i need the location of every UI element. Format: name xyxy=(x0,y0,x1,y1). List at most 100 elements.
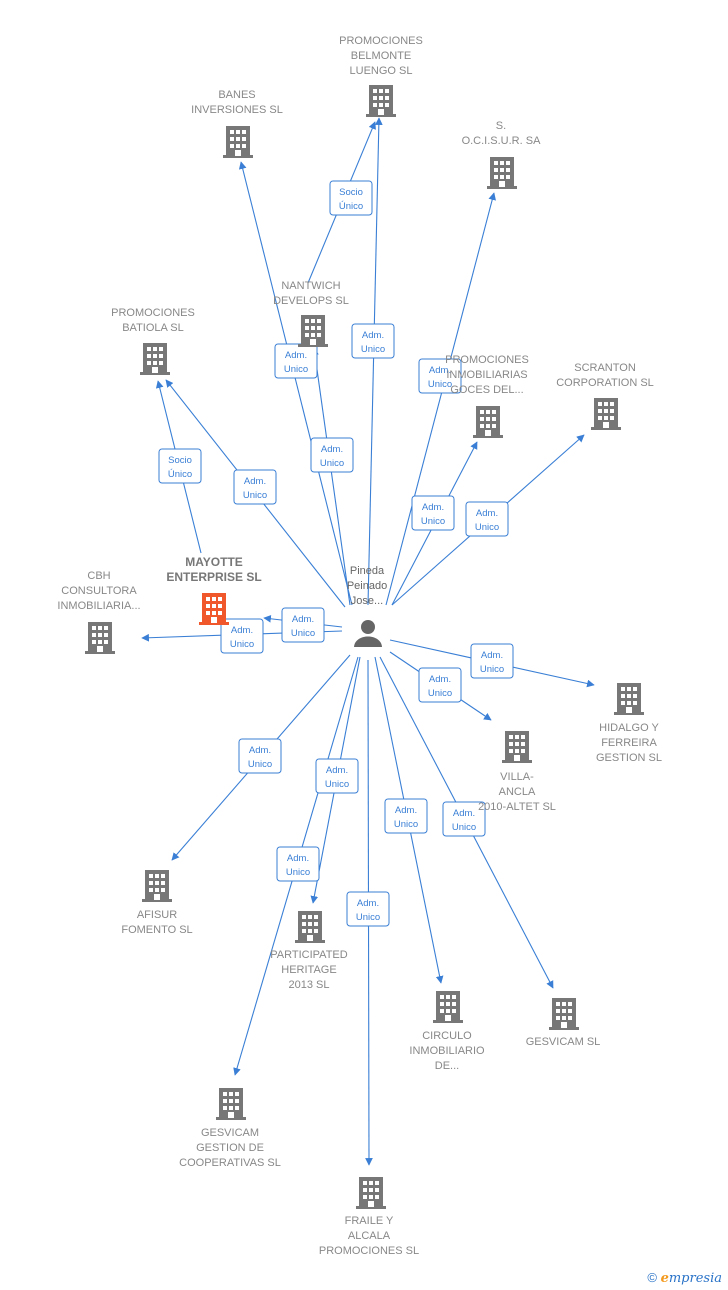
edge-label-fraile[interactable]: Adm.Unico xyxy=(346,891,390,927)
edge-label-text: Único xyxy=(168,469,192,480)
edge-label-box xyxy=(158,448,202,484)
company-node-cbh[interactable]: CBHCONSULTORAINMOBILIARIA... xyxy=(57,570,141,654)
edge-label-nantwich[interactable]: Adm.Unico xyxy=(310,437,354,473)
edge-label-text: Unico xyxy=(394,819,418,830)
company-label-line: BANES xyxy=(218,89,255,101)
edge-label-belmonte[interactable]: Adm.Unico xyxy=(351,323,395,359)
edge-label-scranton[interactable]: Adm.Unico xyxy=(465,501,509,537)
edge-label-mayotte[interactable]: Adm.Unico xyxy=(281,607,325,643)
edge-label-box xyxy=(470,643,514,679)
edge-label-box xyxy=(238,738,282,774)
company-label-line: 2013 SL xyxy=(289,979,330,991)
edge-label-box xyxy=(384,798,428,834)
company-node-gesvicam[interactable]: GESVICAM SL xyxy=(526,998,601,1048)
company-node-nantwich[interactable]: NANTWICH DEVELOPS SL xyxy=(273,280,349,347)
edge-label-inmobiliarias[interactable]: Adm. Unico xyxy=(411,495,455,531)
building-icon xyxy=(142,870,172,902)
edge-label-box xyxy=(233,469,277,505)
company-node-ocisur[interactable]: S.O.C.I.S.U.R. SA xyxy=(462,120,542,189)
building-icon xyxy=(591,398,621,430)
footer-brand: © empresia xyxy=(647,1270,722,1286)
brand-logo[interactable]: empresia xyxy=(660,1271,722,1286)
company-label-line: INMOBILIARIO xyxy=(409,1045,485,1057)
company-label-line: CONSULTORA xyxy=(61,585,137,597)
company-label-line: O.C.I.S.U.R. SA xyxy=(462,135,542,147)
company-label-line: GESTION DE xyxy=(196,1142,264,1154)
edge-label-text: Adm. xyxy=(453,808,475,819)
company-label-line: SCRANTON xyxy=(574,362,636,374)
edge-label-text: Unico xyxy=(230,639,254,650)
edge-label-box xyxy=(220,618,264,654)
edge-label-gesvicam[interactable]: Adm.Unico xyxy=(442,801,486,837)
edge-label-box xyxy=(274,343,318,379)
edge-label-box xyxy=(281,607,325,643)
edge-label-hidalgo[interactable]: Adm.Unico xyxy=(470,643,514,679)
edge-label-text: Unico xyxy=(243,490,267,501)
edge-label-text: Unico xyxy=(421,516,445,527)
edge-label-box xyxy=(418,667,462,703)
company-label-line: PROMOCIONES xyxy=(339,35,423,47)
company-label-line: FOMENTO SL xyxy=(121,924,192,936)
building-icon xyxy=(433,991,463,1023)
edge-label-afisur[interactable]: Adm.Unico xyxy=(238,738,282,774)
edge-label-text: Adm. xyxy=(244,476,266,487)
company-node-circulo[interactable]: CIRCULOINMOBILIARIODE... xyxy=(409,991,485,1072)
edge-label-ocisur[interactable]: Adm.Unico xyxy=(418,358,462,394)
edge-label-text: Unico xyxy=(286,867,310,878)
company-label-line: INVERSIONES SL xyxy=(191,104,283,116)
company-label-line: PROMOCIONES SL xyxy=(319,1245,419,1257)
edge-label-text: Adm. xyxy=(422,502,444,513)
edge-label-text: Único xyxy=(339,201,363,212)
company-label-line: COOPERATIVAS SL xyxy=(179,1157,281,1169)
edge-label-banes[interactable]: Adm.Unico xyxy=(274,343,318,379)
edge-label-text: Adm. xyxy=(395,805,417,816)
edge-label-text: Unico xyxy=(325,779,349,790)
company-label-line: INMOBILIARIA... xyxy=(57,600,140,612)
edge-label-text: Adm. xyxy=(231,625,253,636)
edge-label-text: Unico xyxy=(284,364,308,375)
edge-label-villa[interactable]: Adm.Unico xyxy=(418,667,462,703)
edge-label-cbh[interactable]: Adm. Unico xyxy=(220,618,264,654)
edge-label-box xyxy=(465,501,509,537)
company-label-line: DEVELOPS SL xyxy=(273,295,349,307)
building-icon xyxy=(298,315,328,347)
edge-label-circulo[interactable]: Adm. Unico xyxy=(384,798,428,834)
edge-label-gesvicam_gestion[interactable]: Adm. Unico xyxy=(276,846,320,882)
building-icon xyxy=(223,126,253,158)
edge-label-box xyxy=(276,846,320,882)
company-label-line: ALCALA xyxy=(348,1230,391,1242)
building-icon xyxy=(356,1177,386,1209)
company-label-line: CIRCULO xyxy=(422,1030,472,1042)
edge-center_person-to-nantwich xyxy=(311,347,351,606)
company-label-line: MAYOTTE xyxy=(185,555,243,569)
edge-center_person-to-ocisur xyxy=(385,192,496,606)
edge-label-text: Unico xyxy=(361,344,385,355)
edge-label-batiola[interactable]: Adm. Unico xyxy=(233,469,277,505)
edge-label-text: Adm. xyxy=(481,650,503,661)
person-node[interactable]: PinedaPeinadoJose... xyxy=(347,565,387,647)
edge-label-text: Unico xyxy=(475,522,499,533)
edge-label-box xyxy=(418,358,462,394)
company-label-line: GOCES DEL... xyxy=(450,384,523,396)
company-node-banes[interactable]: BANES INVERSIONES SL xyxy=(191,89,283,158)
edge-label-box xyxy=(310,437,354,473)
edge-label-participated[interactable]: Adm.Unico xyxy=(315,758,359,794)
edge-center_person-to-banes xyxy=(238,161,353,606)
company-label-line: NANTWICH xyxy=(281,280,340,292)
company-label-line: HERITAGE xyxy=(281,964,336,976)
edge-label-text: Adm. xyxy=(287,853,309,864)
